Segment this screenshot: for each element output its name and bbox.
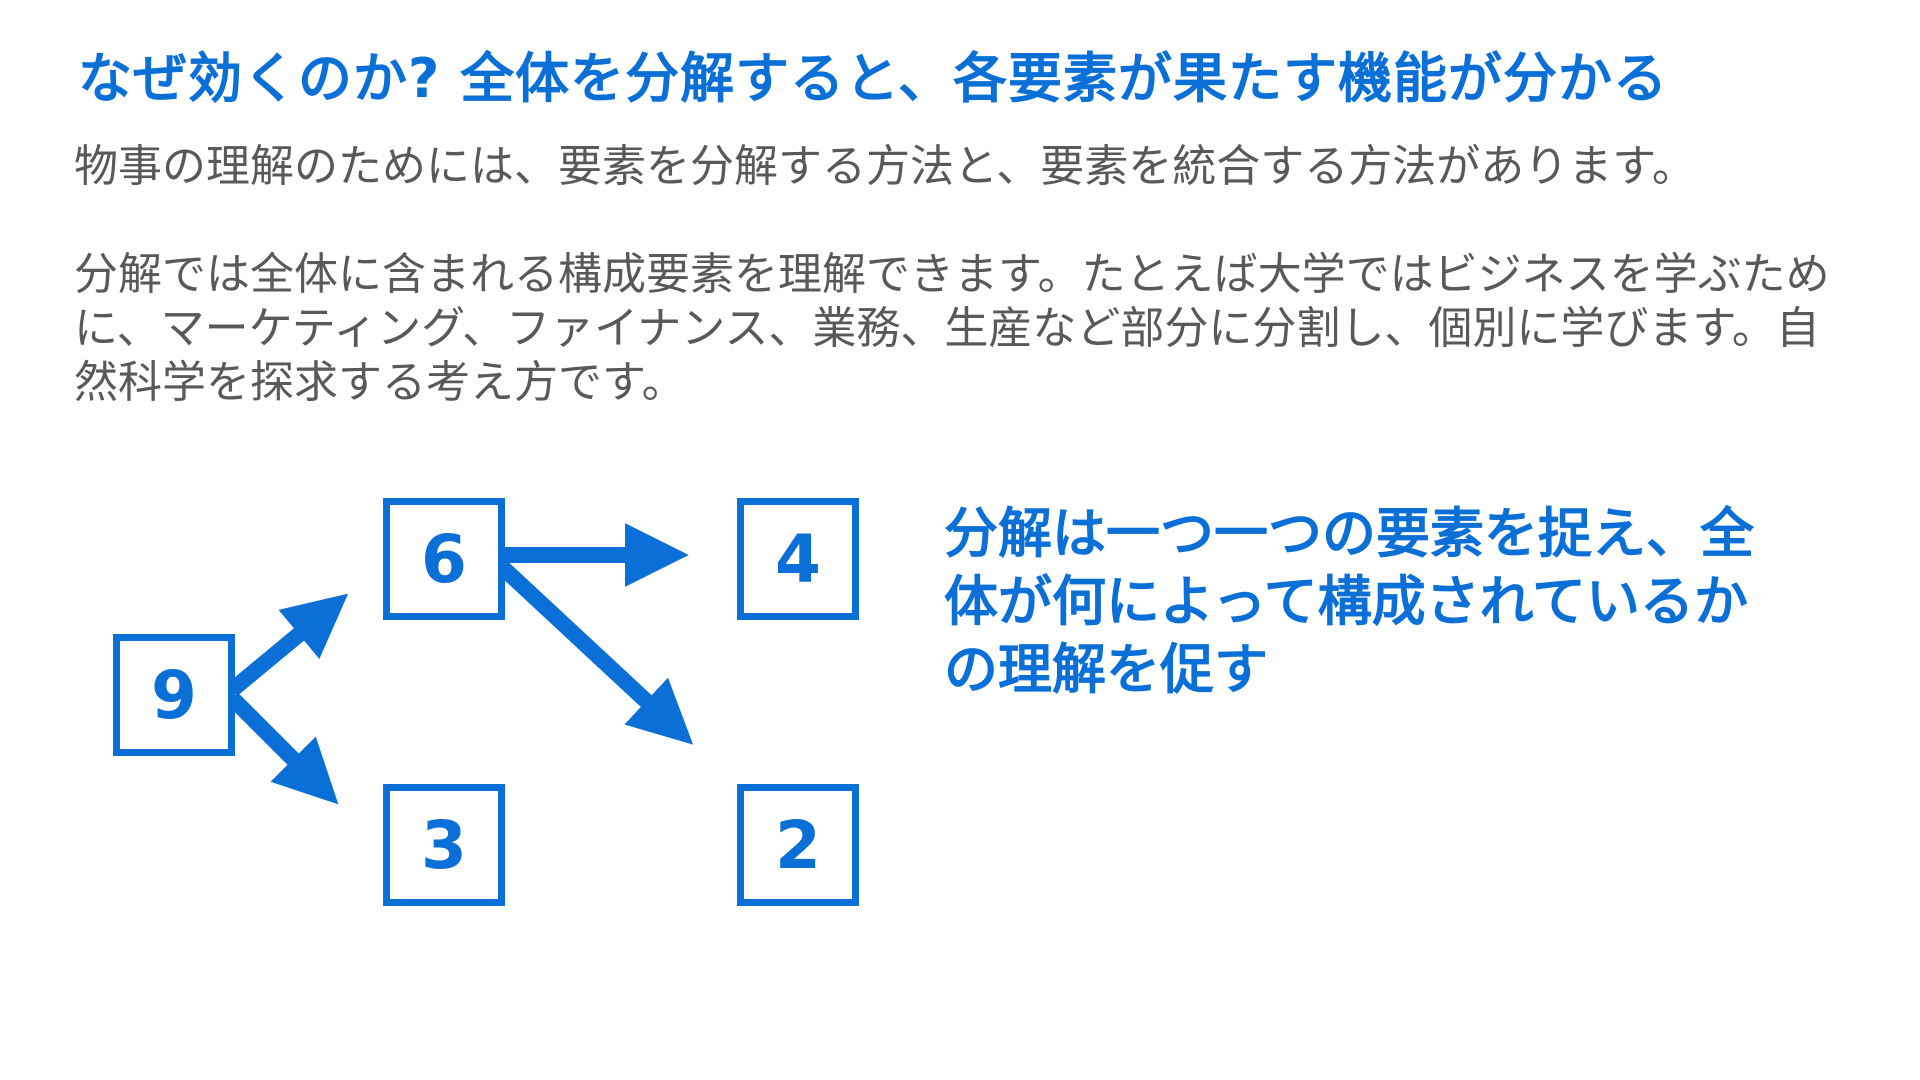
number-box-2: 2 <box>737 784 859 906</box>
number-box-9: 9 <box>113 634 235 756</box>
number-box-6: 6 <box>383 498 505 620</box>
arrow-9-to-3 <box>226 692 339 805</box>
arrow-9-to-6 <box>226 593 349 697</box>
arrow-6-to-2 <box>496 561 694 745</box>
number-box-4: 4 <box>737 498 859 620</box>
number-box-3: 3 <box>383 784 505 906</box>
detail-paragraph: 分解では全体に含まれる構成要素を理解できます。たとえば大学ではビジネスを学ぶため… <box>74 248 1834 410</box>
callout-text: 分解は一つ一つの要素を捉え、全体が何によって構成されているかの理解を促す <box>944 502 1754 701</box>
paragraph-2: 分解では全体に含まれる構成要素を理解できます。たとえば大学ではビジネスを学ぶため… <box>74 249 1830 408</box>
intro-paragraph: 物事の理解のためには、要素を分解する方法と、要素を統合する方法があります。 <box>74 140 1834 194</box>
slide-title: なぜ効くのか? 全体を分解すると、各要素が果たす機能が分かる <box>78 47 1668 110</box>
paragraph-1: 物事の理解のためには、要素を分解する方法と、要素を統合する方法があります。 <box>74 141 1696 192</box>
